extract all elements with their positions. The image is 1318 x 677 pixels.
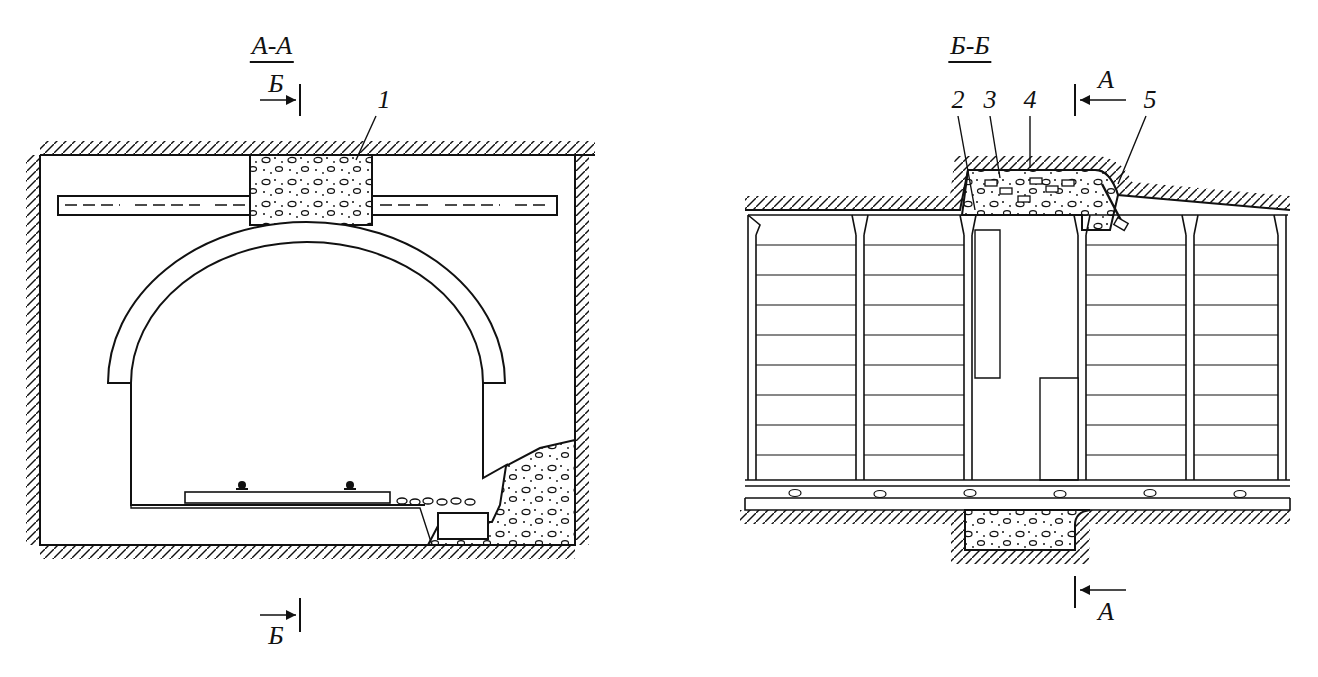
section-arrow-letter: А (1098, 599, 1114, 625)
section-arrow-letter: А (1098, 67, 1114, 93)
callout-number: 3 (984, 87, 997, 113)
section-a-a (26, 84, 595, 632)
callout-number: 2 (952, 87, 965, 113)
section-arrow-letter: Б (268, 623, 283, 649)
callout-number: 1 (378, 87, 391, 113)
section-title: Б-Б (948, 33, 991, 63)
section-title: А-А (250, 33, 294, 63)
section-arrow-letter: Б (268, 71, 283, 97)
callout-number: 4 (1024, 87, 1037, 113)
section-b-b (740, 84, 1290, 608)
callout-number: 5 (1144, 87, 1157, 113)
